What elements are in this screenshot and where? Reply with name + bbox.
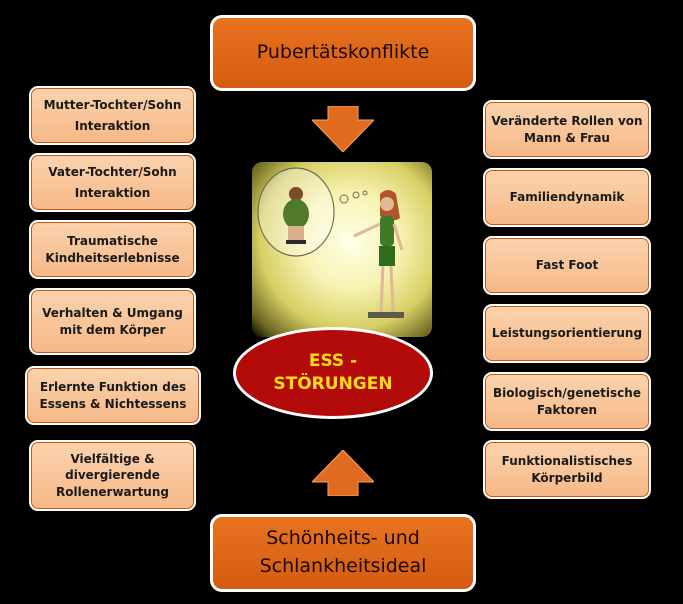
thought-dot-2 xyxy=(352,191,360,199)
thin-figure-shorts xyxy=(379,246,395,266)
left-box-2-line-1: Vater-Tochter/Sohn xyxy=(48,165,177,180)
thin-figure-head xyxy=(380,197,394,211)
left-box-father-child: Vater-Tochter/Sohn Interaktion xyxy=(29,153,196,212)
right-box-2-line-1: Familiendynamik xyxy=(509,190,625,205)
left-box-mother-child: Mutter-Tochter/Sohn Interaktion xyxy=(29,86,196,145)
left-box-body-behavior: Verhalten & Umgang mit dem Körper xyxy=(29,288,196,355)
right-box-4-line-1: Leistungsorientierung xyxy=(491,326,643,341)
right-box-5-line-2: Faktoren xyxy=(536,402,598,417)
arrow-up-icon xyxy=(312,450,374,496)
body-image-illustration xyxy=(257,167,404,318)
right-box-6-line-1: Funktionalistisches xyxy=(501,454,633,469)
thin-figure-torso xyxy=(380,216,394,246)
left-box-eating-function: Erlernte Funktion des Essens & Nichtesse… xyxy=(25,366,201,425)
left-box-5-line-2: Essens & Nichtessens xyxy=(39,396,187,411)
thought-dot-3 xyxy=(362,190,368,196)
puberty-conflicts-label: Pubertätskonflikte xyxy=(256,41,430,64)
arrow-down-icon xyxy=(312,106,374,152)
left-box-6-line-3: Rollenerwartung xyxy=(56,484,169,499)
beauty-ideal-box: Schönheits- und Schlankheitsideal xyxy=(210,514,476,592)
thin-figure-leg-right xyxy=(389,265,395,313)
heavy-figure-head xyxy=(289,187,303,201)
thin-figure-leg-left xyxy=(379,265,385,313)
left-box-3-line-1: Traumatische xyxy=(67,234,158,249)
thought-dot-1 xyxy=(339,194,349,204)
left-box-trauma: Traumatische Kindheitserlebnisse xyxy=(29,220,196,279)
right-box-family-dynamics: Familiendynamik xyxy=(483,168,651,227)
thin-figure-arm-right xyxy=(392,223,404,251)
illustration xyxy=(252,162,432,337)
left-box-3-line-2: Kindheitserlebnisse xyxy=(45,250,180,265)
heavy-figure-body xyxy=(283,199,309,229)
right-box-6-line-2: Körperbild xyxy=(531,470,603,485)
left-box-4-line-1: Verhalten & Umgang xyxy=(42,306,183,321)
left-box-2-line-2: Interaktion xyxy=(74,185,151,200)
right-box-3-line-1: Fast Foot xyxy=(535,258,599,273)
scale xyxy=(368,312,404,318)
left-box-1-line-2: Interaktion xyxy=(74,118,151,133)
right-box-fast-food: Fast Foot xyxy=(483,236,651,295)
eating-disorders-ellipse: ESS - STÖRUNGEN xyxy=(233,327,433,419)
right-box-performance: Leistungsorientierung xyxy=(483,304,651,363)
center-line-2: STÖRUNGEN xyxy=(273,374,393,394)
left-box-6-line-1: Vielfältige & xyxy=(70,452,155,467)
left-box-6-line-2: divergierende xyxy=(65,468,160,483)
left-box-role-expectations: Vielfältige & divergierende Rollenerwart… xyxy=(29,440,196,511)
right-box-gender-roles: Veränderte Rollen von Mann & Frau xyxy=(483,100,651,159)
puberty-conflicts-box: Pubertätskonflikte xyxy=(210,15,476,91)
left-box-4-line-2: mit dem Körper xyxy=(59,322,166,337)
heavy-figure-legs xyxy=(288,226,304,242)
right-box-biological: Biologisch/genetische Faktoren xyxy=(483,372,651,431)
right-box-1-line-2: Mann & Frau xyxy=(524,130,610,145)
right-box-5-line-1: Biologisch/genetische xyxy=(493,386,641,401)
left-box-1-line-1: Mutter-Tochter/Sohn xyxy=(43,98,182,113)
heavy-figure-feet xyxy=(286,240,306,244)
center-line-1: ESS - xyxy=(308,351,358,372)
right-box-body-image: Funktionalistisches Körperbild xyxy=(483,440,651,499)
right-box-1-line-1: Veränderte Rollen von xyxy=(491,114,643,129)
beauty-ideal-line-2: Schlankheitsideal xyxy=(259,555,427,577)
left-box-5-line-1: Erlernte Funktion des xyxy=(39,380,187,395)
thin-figure-arm-left xyxy=(353,222,381,238)
beauty-ideal-line-1: Schönheits- und xyxy=(266,527,420,550)
